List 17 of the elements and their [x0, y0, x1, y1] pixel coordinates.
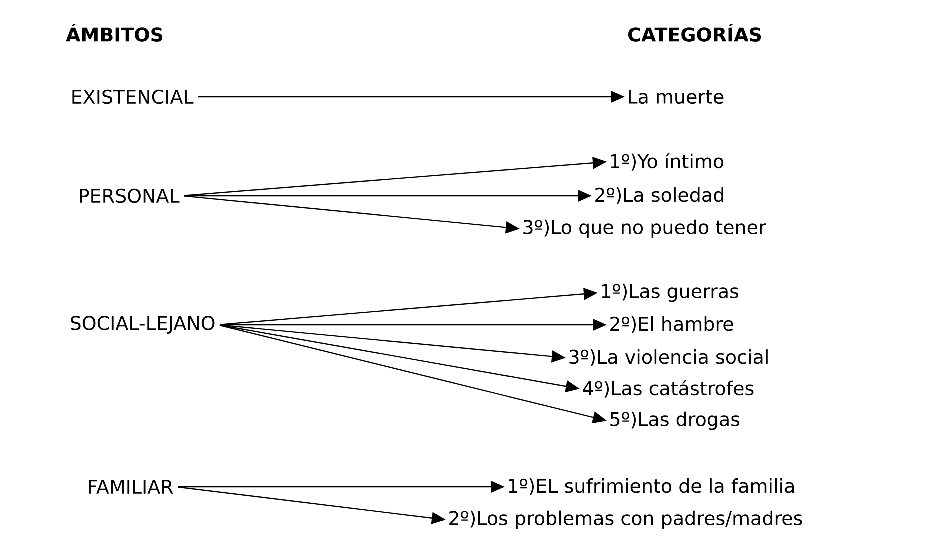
category-text: 3º)Lo que no puedo tener: [524, 220, 766, 238]
category-text: 5º)Las drogas: [610, 412, 740, 430]
category-text: 2º)Los problemas con padres/madres: [450, 510, 802, 530]
category-text: FAMILIAR: [89, 480, 174, 494]
category-text: 1º)Las guerras: [602, 284, 739, 302]
column-heading: CATEGORÍAS: [628, 24, 762, 42]
column-heading: ÁMBITOS: [66, 24, 163, 42]
category-text: 2º)El hambre: [610, 316, 734, 334]
category-text: 4º)Las catástrofes: [583, 380, 754, 398]
category-text: 1º)Yo íntimo: [611, 153, 724, 171]
category-text: PERSONAL: [80, 188, 180, 204]
category-text: 1º)EL sufrimiento de la familia: [509, 478, 794, 496]
category-text: SOCIAL-LEJANO: [71, 316, 215, 334]
category-text: La muerte: [629, 90, 724, 104]
category-text: 2º)La soledad: [596, 188, 724, 204]
category-text: 3º)La violencia social: [570, 350, 768, 366]
category-text: EXISTENCIAL: [72, 90, 194, 104]
